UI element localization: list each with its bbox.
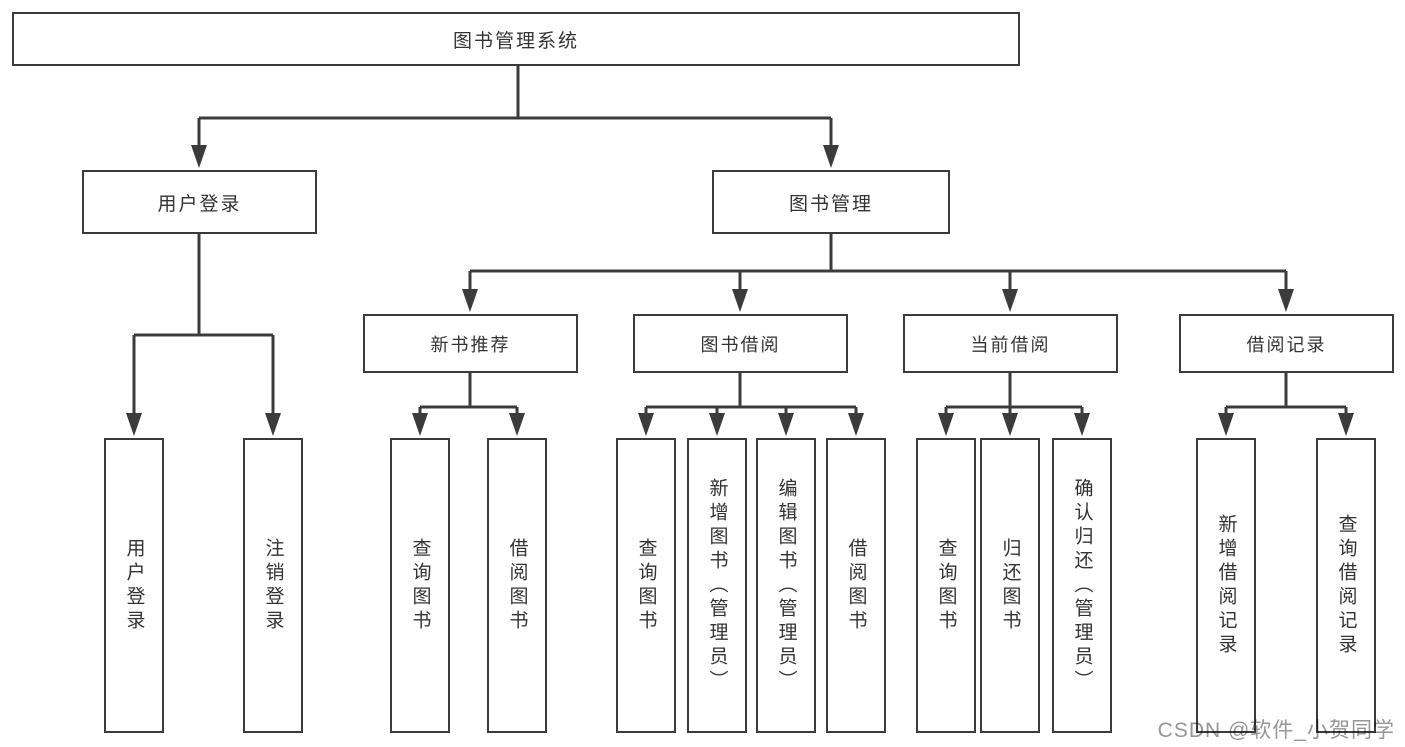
- node-record-add-borrow-record: 新增借阅记录: [1196, 438, 1256, 733]
- node-borrow-borrow-book-label: 借阅图书: [845, 537, 867, 634]
- node-record-query-borrow-record: 查询借阅记录: [1316, 438, 1376, 733]
- node-borrow-records: 借阅记录: [1179, 314, 1394, 373]
- node-newbook-query-book-label: 查询图书: [409, 537, 431, 634]
- node-borrow-records-label: 借阅记录: [1246, 334, 1327, 355]
- node-user-login-module: 用户登录: [82, 170, 317, 234]
- node-current-query-book: 查询图书: [916, 438, 976, 733]
- node-leaf-user-login: 用户登录: [104, 438, 164, 733]
- connector-current-borrow-branch: [938, 373, 1090, 436]
- node-record-add-borrow-record-label: 新增借阅记录: [1215, 513, 1237, 658]
- node-user-login-module-label: 用户登录: [157, 193, 242, 215]
- node-new-book-recommend-label: 新书推荐: [430, 334, 511, 355]
- node-record-query-borrow-record-label: 查询借阅记录: [1335, 513, 1357, 658]
- node-newbook-borrow-book: 借阅图书: [487, 438, 547, 733]
- node-library-management-system: 图书管理系统: [12, 12, 1020, 66]
- node-book-borrow: 图书借阅: [633, 314, 848, 373]
- node-leaf-logout-label: 注销登录: [262, 537, 284, 634]
- node-leaf-logout: 注销登录: [243, 438, 303, 733]
- node-new-book-recommend: 新书推荐: [363, 314, 578, 373]
- node-current-confirm-return-admin: 确认归还（管理员）: [1052, 438, 1112, 733]
- node-book-borrow-label: 图书借阅: [700, 334, 781, 355]
- connector-new-book-branch: [412, 373, 525, 436]
- node-borrow-edit-book-admin-label: 编辑图书（管理员）: [775, 477, 797, 694]
- node-current-borrow-label: 当前借阅: [970, 334, 1051, 355]
- node-book-management-module-label: 图书管理: [788, 193, 873, 215]
- node-borrow-borrow-book: 借阅图书: [826, 438, 886, 733]
- connector-book-management-branch: [462, 234, 1294, 312]
- node-borrow-edit-book-admin: 编辑图书（管理员）: [756, 438, 816, 733]
- node-current-return-book: 归还图书: [980, 438, 1040, 733]
- node-borrow-query-book: 查询图书: [616, 438, 676, 733]
- node-book-management-module: 图书管理: [712, 170, 950, 234]
- node-current-confirm-return-admin-label: 确认归还（管理员）: [1071, 477, 1093, 694]
- connector-borrow-record-branch: [1218, 373, 1354, 436]
- node-newbook-query-book: 查询图书: [390, 438, 450, 733]
- node-current-borrow: 当前借阅: [903, 314, 1118, 373]
- node-borrow-add-book-admin: 新增图书（管理员）: [687, 438, 747, 733]
- connector-book-borrow-branch: [638, 373, 864, 436]
- csdn-watermark: CSDN @软件_小贺同学: [1157, 719, 1395, 742]
- node-library-management-system-label: 图书管理系统: [452, 30, 579, 52]
- node-borrow-add-book-admin-label: 新增图书（管理员）: [706, 477, 728, 694]
- connector-user-login-branch: [126, 234, 281, 436]
- node-current-query-book-label: 查询图书: [935, 537, 957, 634]
- node-current-return-book-label: 归还图书: [999, 537, 1021, 634]
- node-leaf-user-login-label: 用户登录: [123, 537, 145, 634]
- node-borrow-query-book-label: 查询图书: [635, 537, 657, 634]
- node-newbook-borrow-book-label: 借阅图书: [506, 537, 528, 634]
- connector-root-to-modules: [191, 66, 839, 168]
